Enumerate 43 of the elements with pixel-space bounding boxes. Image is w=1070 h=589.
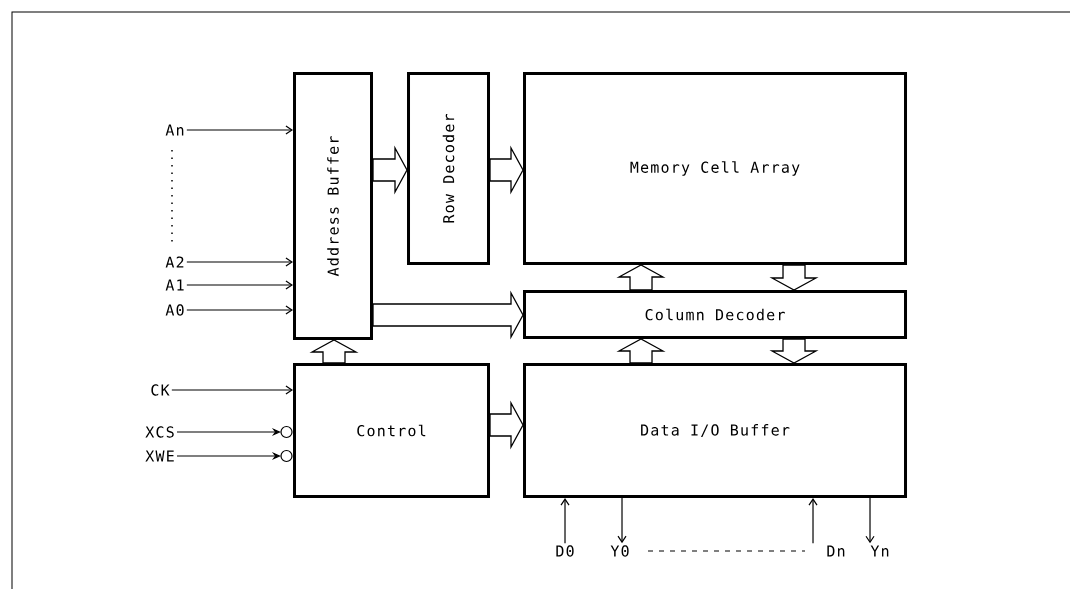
block-label: Address Buffer xyxy=(327,136,339,277)
arrow xyxy=(186,257,293,267)
arrow xyxy=(186,280,293,290)
signal-label: An xyxy=(165,124,184,136)
bus-arrow xyxy=(769,264,819,291)
bus-arrow xyxy=(616,338,666,364)
block-label: Control xyxy=(357,424,426,437)
bus-arrow xyxy=(489,145,524,195)
arrow xyxy=(865,497,875,544)
signal-label: XCS xyxy=(145,426,174,438)
bus-arrow xyxy=(372,290,524,340)
bus-arrow xyxy=(769,338,819,364)
signal-label: Yn xyxy=(870,545,889,557)
block-label: Column Decoder xyxy=(645,308,785,321)
block-box xyxy=(523,72,907,265)
signal-label: A2 xyxy=(165,256,184,268)
signal-label: A1 xyxy=(165,279,184,291)
signal-label: CK xyxy=(151,384,170,396)
signal-label: D0 xyxy=(556,545,574,557)
signal-label: A0 xyxy=(165,304,184,316)
arrow xyxy=(186,305,293,315)
block-label: Memory Cell Array xyxy=(630,161,800,176)
inverted-input-arrow xyxy=(176,449,293,463)
arrow xyxy=(560,498,570,544)
arrow xyxy=(186,125,293,135)
arrow xyxy=(617,497,627,544)
signal-label: XWE xyxy=(145,450,174,462)
signal-label: Y0 xyxy=(610,545,629,557)
bus-arrow xyxy=(309,339,359,364)
arrow xyxy=(171,385,293,395)
block-box xyxy=(293,363,490,498)
bus-arrow xyxy=(489,400,524,450)
block-label: Row Decoder xyxy=(442,114,455,223)
block-box xyxy=(523,363,907,498)
signal-label: Dn xyxy=(827,545,845,557)
bus-arrow xyxy=(372,145,408,195)
block-box xyxy=(407,72,490,265)
arrow xyxy=(808,498,818,544)
block-box xyxy=(523,290,907,339)
bus-arrow xyxy=(616,264,666,291)
inverted-input-arrow xyxy=(176,425,293,439)
block-label: Data I/O Buffer xyxy=(641,424,790,437)
block-box xyxy=(293,72,373,340)
